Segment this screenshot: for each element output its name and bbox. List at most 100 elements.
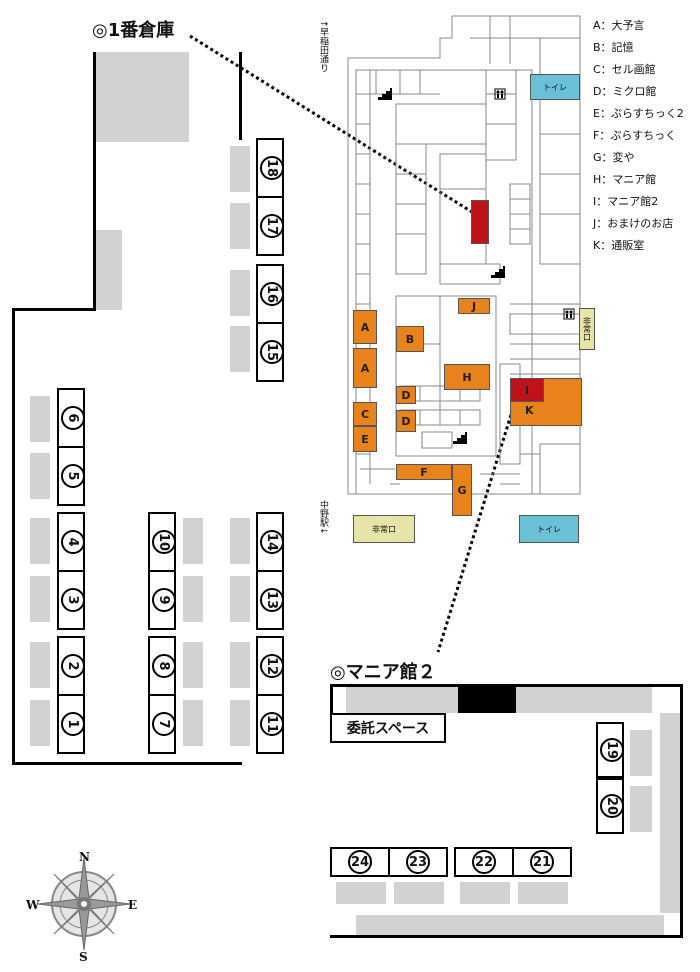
legend-item: J：おまけのお店: [593, 217, 674, 230]
wall: [680, 684, 683, 938]
display-case: [574, 687, 652, 713]
booth-5[interactable]: 5: [57, 446, 85, 506]
shop-i[interactable]: I: [510, 378, 544, 402]
consignment-space-label: 委託スペース: [330, 713, 446, 743]
booth-21[interactable]: 21: [512, 847, 572, 877]
compass-east-label: E: [128, 898, 138, 912]
display-case: [660, 713, 680, 913]
booth-number: 7: [152, 712, 176, 736]
warehouse-pointer-line: [189, 34, 473, 214]
display-case: [630, 730, 652, 776]
display-case: [30, 700, 50, 746]
stairs-icon: [378, 88, 392, 100]
booth-number: 14: [260, 530, 284, 554]
wall: [12, 308, 15, 764]
booth-6[interactable]: 6: [57, 388, 85, 448]
south-direction-label: 中野駅↓: [318, 500, 328, 535]
booth-12[interactable]: 12: [256, 636, 284, 696]
display-case: [336, 882, 386, 904]
shop-e[interactable]: E: [353, 426, 377, 452]
booth-15[interactable]: 15: [256, 322, 284, 382]
north-direction-label: ↑早稲田通り: [318, 20, 328, 73]
booth-14[interactable]: 14: [256, 512, 284, 572]
stairs-icon: [491, 266, 505, 278]
display-case: [516, 687, 574, 713]
display-case: [230, 326, 250, 372]
wall: [330, 684, 333, 714]
shop-c[interactable]: C: [353, 402, 377, 426]
booth-11[interactable]: 11: [256, 694, 284, 754]
legend-item: D：ミクロ館: [593, 85, 657, 98]
display-case: [346, 687, 458, 713]
booth-number: 17: [260, 214, 284, 238]
booth-16[interactable]: 16: [256, 264, 284, 324]
booth-19[interactable]: 19: [596, 722, 624, 778]
booth-3[interactable]: 3: [57, 570, 85, 630]
booth-1[interactable]: 1: [57, 694, 85, 754]
booth-17[interactable]: 17: [256, 196, 284, 256]
booth-number: 8: [152, 654, 176, 678]
display-case: [30, 453, 50, 499]
display-case: [230, 576, 250, 622]
floor-plan-lines: [347, 15, 581, 495]
emergency-exit-right: 非常口: [579, 308, 595, 350]
booth-number: 20: [600, 794, 624, 818]
shop-d-top[interactable]: D: [396, 386, 416, 404]
warehouse-location-marker: [471, 200, 489, 244]
legend-item: I：マニア館2: [593, 195, 659, 208]
booth-number: 18: [260, 156, 284, 180]
booth-23[interactable]: 23: [388, 847, 448, 877]
wall: [330, 935, 683, 938]
display-case: [394, 882, 444, 904]
display-case: [630, 786, 652, 832]
display-case: [183, 642, 203, 688]
display-case: [30, 518, 50, 564]
shop-h[interactable]: H: [444, 364, 490, 390]
booth-7[interactable]: 7: [148, 694, 176, 754]
shop-a-top[interactable]: A: [353, 310, 377, 344]
display-case: [518, 882, 568, 904]
compass-west-label: W: [26, 898, 40, 912]
legend-item: C：セル画館: [593, 63, 656, 76]
compass-north-label: N: [79, 850, 90, 864]
shop-k[interactable]: K: [510, 378, 582, 426]
legend-item: E：ぷらすちっく2: [593, 107, 684, 120]
booth-2[interactable]: 2: [57, 636, 85, 696]
elevator-icon: [494, 88, 506, 100]
booth-24[interactable]: 24: [330, 847, 390, 877]
compass-rose-icon: [37, 857, 131, 951]
display-case: [230, 518, 250, 564]
shop-b[interactable]: B: [396, 326, 424, 352]
shop-g[interactable]: G: [452, 464, 472, 516]
storage-block: [96, 52, 189, 142]
shop-f[interactable]: F: [396, 464, 452, 480]
mania2-title: ◎マニア館２: [330, 662, 436, 683]
shop-a-bottom[interactable]: A: [353, 348, 377, 388]
booth-number: 1: [61, 712, 85, 736]
shop-j[interactable]: J: [458, 298, 490, 314]
booth-9[interactable]: 9: [148, 570, 176, 630]
stairs-icon: [453, 432, 467, 444]
shop-d-bottom[interactable]: D: [396, 410, 416, 432]
booth-8[interactable]: 8: [148, 636, 176, 696]
booth-number: 12: [260, 654, 284, 678]
display-case: [230, 270, 250, 316]
display-case: [30, 396, 50, 442]
toilet-bottom: トイレ: [519, 515, 579, 543]
booth-number: 3: [61, 588, 85, 612]
booth-number: 9: [152, 588, 176, 612]
booth-18[interactable]: 18: [256, 138, 284, 198]
booth-number: 16: [260, 282, 284, 306]
booth-4[interactable]: 4: [57, 512, 85, 572]
booth-20[interactable]: 20: [596, 778, 624, 834]
booth-10[interactable]: 10: [148, 512, 176, 572]
legend-item: K：通販室: [593, 239, 645, 252]
booth-22[interactable]: 22: [454, 847, 514, 877]
register-counter: [458, 687, 516, 713]
display-case: [230, 146, 250, 192]
display-case: [460, 882, 510, 904]
display-case: [183, 576, 203, 622]
booth-13[interactable]: 13: [256, 570, 284, 630]
booth-number: 15: [260, 340, 284, 364]
